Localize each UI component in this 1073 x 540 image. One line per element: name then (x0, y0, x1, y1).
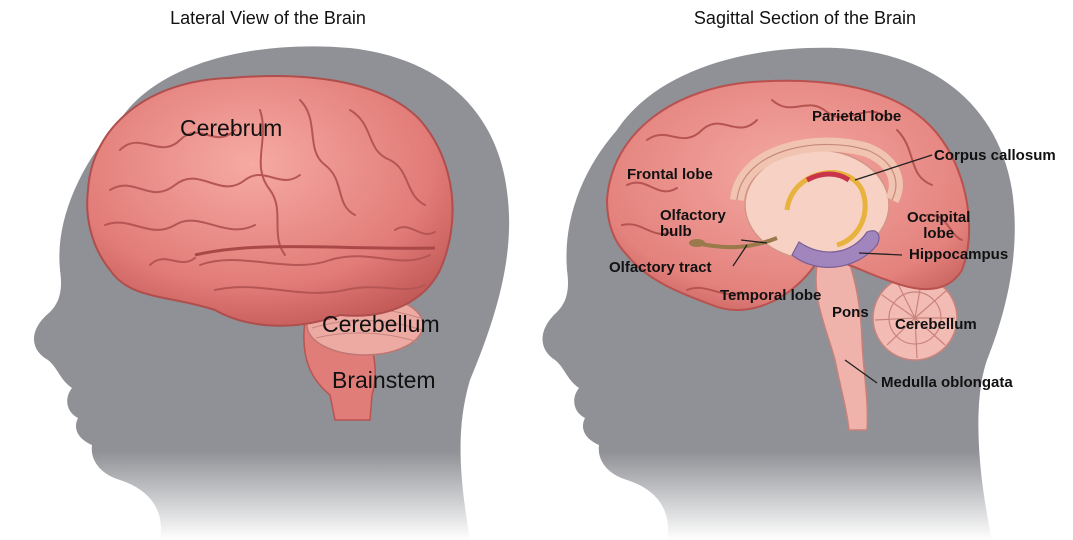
label-pons: Pons (832, 305, 869, 321)
label-occipital-lobe: Occipital lobe (907, 210, 970, 242)
olfactory-bulb-shape (689, 239, 705, 247)
label-cerebellum: Cerebellum (895, 317, 977, 333)
lateral-view-illustration (0, 0, 536, 540)
label-brainstem: Brainstem (332, 368, 436, 392)
lateral-view-panel: Lateral View of the Brain (0, 0, 536, 540)
label-frontal-lobe: Frontal lobe (627, 167, 713, 183)
label-olfactory-bulb: Olfactory bulb (660, 208, 726, 240)
sagittal-section-panel: Sagittal Section of the Brain (537, 0, 1073, 540)
label-parietal-lobe: Parietal lobe (812, 109, 901, 125)
label-olfactory-tract: Olfactory tract (609, 260, 712, 276)
label-medulla-oblongata: Medulla oblongata (881, 375, 1013, 391)
label-cerebellum: Cerebellum (322, 312, 440, 336)
label-temporal-lobe: Temporal lobe (720, 288, 821, 304)
label-corpus-callosum: Corpus callosum (934, 148, 1056, 164)
label-cerebrum: Cerebrum (180, 116, 282, 140)
label-hippocampus: Hippocampus (909, 247, 1008, 263)
